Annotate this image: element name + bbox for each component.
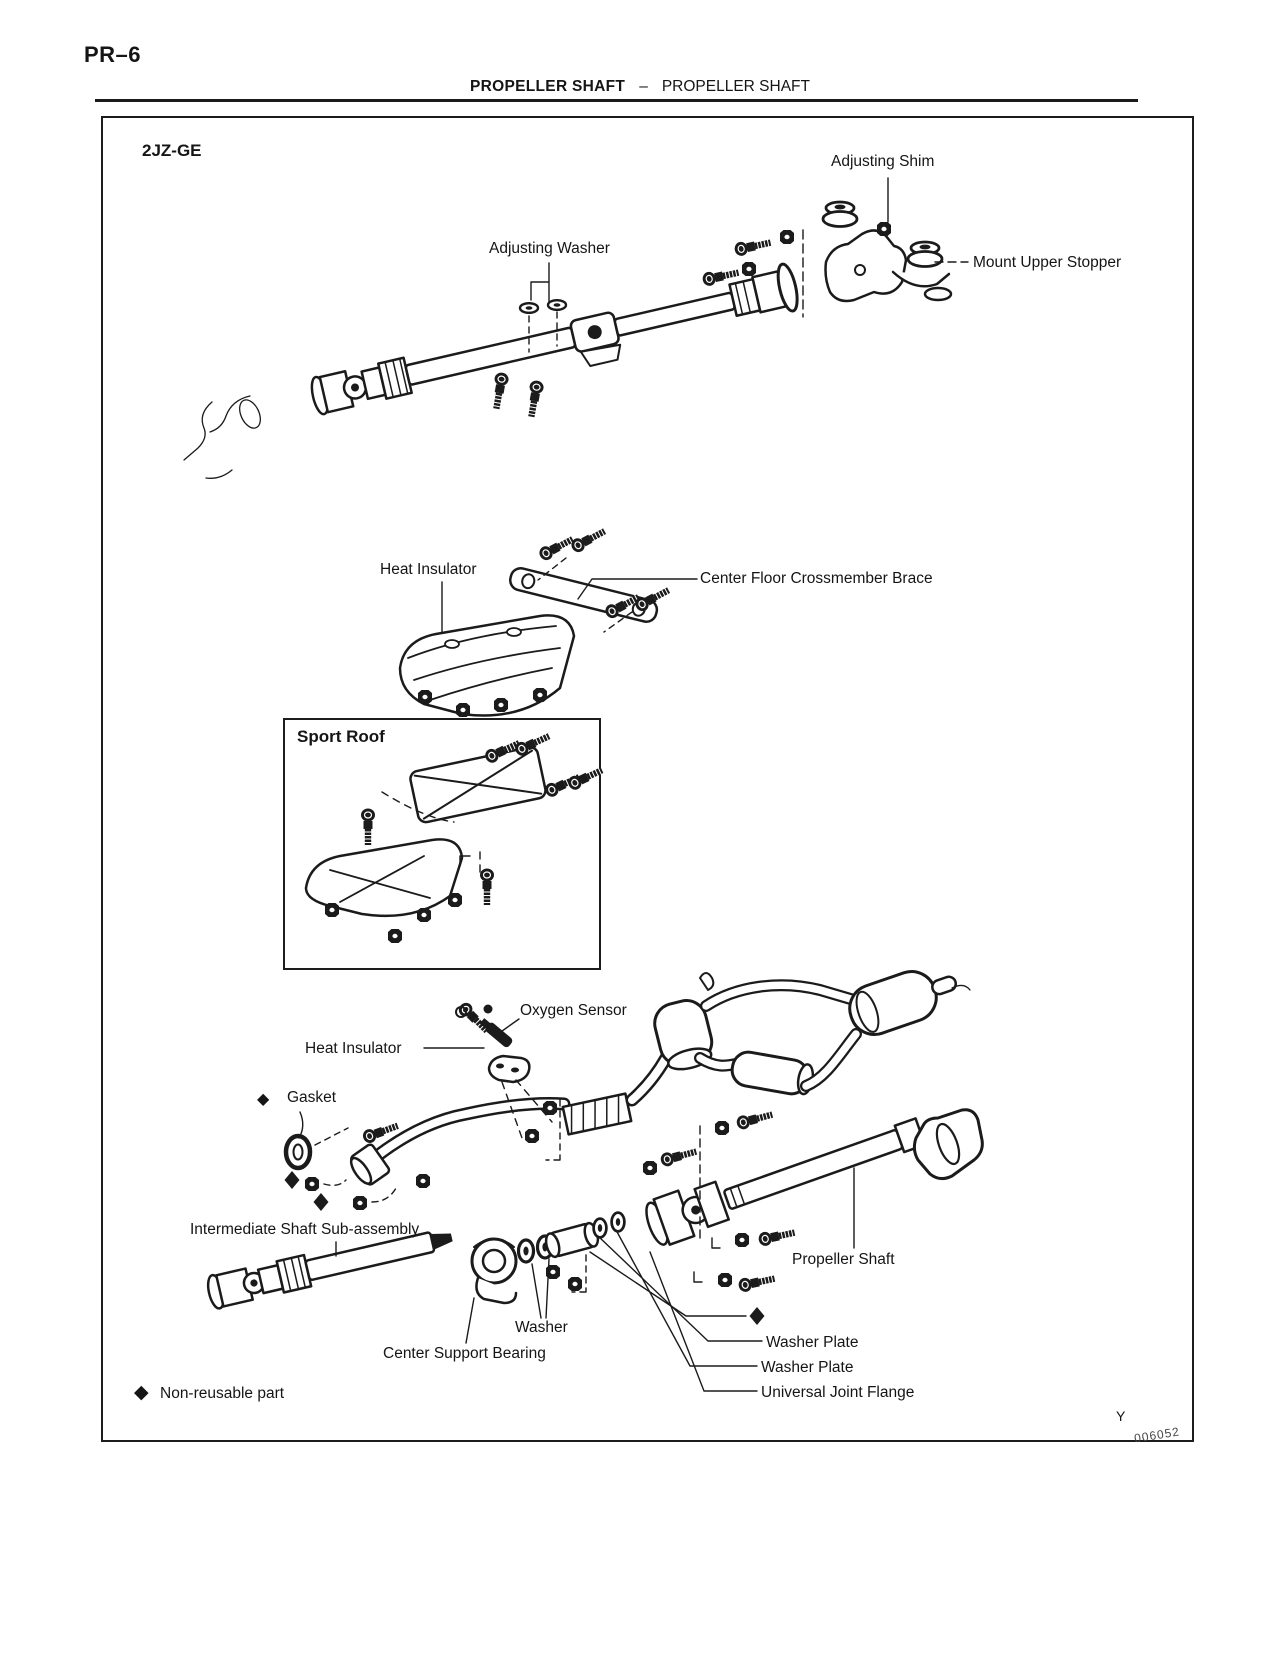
page-header: PROPELLER SHAFT–PROPELLER SHAFT <box>0 78 1280 96</box>
bolt-icon <box>565 763 606 793</box>
nut-icon <box>448 893 462 907</box>
nut-icon <box>735 1233 749 1247</box>
label-propeller-shaft: Propeller Shaft <box>792 1251 895 1268</box>
nut-icon <box>543 1101 557 1115</box>
nut-icon <box>742 262 756 276</box>
label-washer-plate-2: Washer Plate <box>761 1359 854 1376</box>
label-adjusting-shim: Adjusting Shim <box>831 153 935 170</box>
center-support-bearing-drawing <box>465 1237 518 1344</box>
figure-frame <box>101 116 1194 1442</box>
oxygen-sensor-body-icon <box>479 1018 513 1048</box>
nut-icon <box>533 688 547 702</box>
label-mount-upper-stopper: Mount Upper Stopper <box>973 254 1122 271</box>
print-mark: Y <box>1116 1408 1126 1424</box>
nut-icon <box>643 1161 657 1175</box>
sketch-yoke-outline <box>183 395 261 479</box>
bolt-icon <box>479 867 495 906</box>
nut-icon <box>416 1174 430 1188</box>
front-propeller-shaft-drawing <box>183 229 804 479</box>
mount-stopper-icon <box>906 240 944 268</box>
label-washer: Washer <box>515 1319 568 1336</box>
exhaust-assembly-drawing <box>283 970 971 1211</box>
nut-icon <box>325 903 339 917</box>
label-intermediate-shaft-sub-assembly: Intermediate Shaft Sub-assembly <box>190 1221 420 1238</box>
label-adjusting-washer: Adjusting Washer <box>489 240 610 257</box>
nut-icon <box>305 1177 319 1191</box>
bolt-icon <box>734 1107 775 1132</box>
adjusting-shim-icon <box>877 222 891 236</box>
nut-icon <box>353 1196 367 1210</box>
subsection-title: PROPELLER SHAFT <box>661 78 810 95</box>
sport-roof-inset-drawing <box>304 729 606 943</box>
universal-joint-flange-drawing <box>645 1180 730 1246</box>
label-washer-plate-1: Washer Plate <box>766 1334 859 1351</box>
adjusting-washer-icon <box>546 299 568 311</box>
label-center-floor-crossmember-brace: Center Floor Crossmember Brace <box>700 570 933 587</box>
mount-bracket-drawing <box>821 177 969 303</box>
nut-icon <box>494 698 508 712</box>
bolt-icon <box>658 1144 699 1169</box>
diamond-icon <box>749 1307 765 1325</box>
inset-title-sport-roof: Sport Roof <box>297 727 385 746</box>
bolt-icon <box>536 532 577 564</box>
crossmember-brace-drawing <box>509 524 698 633</box>
washer-plate-icon <box>610 1211 626 1233</box>
diamond-icon <box>313 1193 329 1211</box>
bolt-icon <box>488 370 511 411</box>
washer-icon <box>516 1238 536 1264</box>
bolt-icon <box>732 235 773 258</box>
label-center-support-bearing: Center Support Bearing <box>383 1345 546 1362</box>
header-separator: – <box>639 78 648 95</box>
washer-plate-icon <box>592 1217 608 1239</box>
nut-icon <box>718 1273 732 1287</box>
leader-lines <box>531 1229 763 1392</box>
gasket-drawing <box>283 1111 349 1171</box>
nut-icon <box>456 703 470 717</box>
sport-roof-inset-frame <box>283 718 601 970</box>
bolt-icon <box>736 1271 777 1294</box>
bolt-icon <box>360 807 376 846</box>
heat-insulator-upper-drawing <box>398 581 576 717</box>
nut-icon <box>388 929 402 943</box>
legend-non-reusable-part: Non-reusable part <box>160 1385 285 1402</box>
label-heat-insulator-upper: Heat Insulator <box>380 561 477 578</box>
label-heat-insulator-lower: Heat Insulator <box>305 1040 402 1057</box>
nut-icon <box>568 1277 582 1291</box>
nut-icon <box>780 230 794 244</box>
diamond-icon <box>284 1171 300 1189</box>
intermediate-shaft-drawing <box>206 1231 453 1310</box>
header-rule <box>95 99 1138 102</box>
engine-variant-label: 2JZ-GE <box>142 141 202 160</box>
adjusting-washer-icon <box>518 302 540 314</box>
nut-icon <box>418 690 432 704</box>
bolt-icon <box>756 1225 797 1248</box>
washers-and-plates-drawing <box>516 1099 626 1293</box>
label-oxygen-sensor: Oxygen Sensor <box>520 1002 627 1019</box>
nut-icon <box>417 908 431 922</box>
rear-propeller-shaft-drawing <box>643 1107 984 1294</box>
section-title: PROPELLER SHAFT <box>470 78 626 95</box>
nut-icon <box>525 1129 539 1143</box>
nut-icon <box>715 1121 729 1135</box>
label-universal-joint-flange: Universal Joint Flange <box>761 1384 915 1401</box>
page-number: PR–6 <box>84 42 142 67</box>
bolt-icon <box>523 378 546 419</box>
mount-stopper-icon <box>821 200 859 228</box>
bolt-icon <box>568 524 609 556</box>
diamond-icon: ◆ <box>257 1091 270 1108</box>
diamond-icon: ◆ <box>134 1382 149 1403</box>
label-gasket: Gasket <box>287 1089 337 1106</box>
oxygen-sensor-tip-icon <box>483 1004 493 1014</box>
